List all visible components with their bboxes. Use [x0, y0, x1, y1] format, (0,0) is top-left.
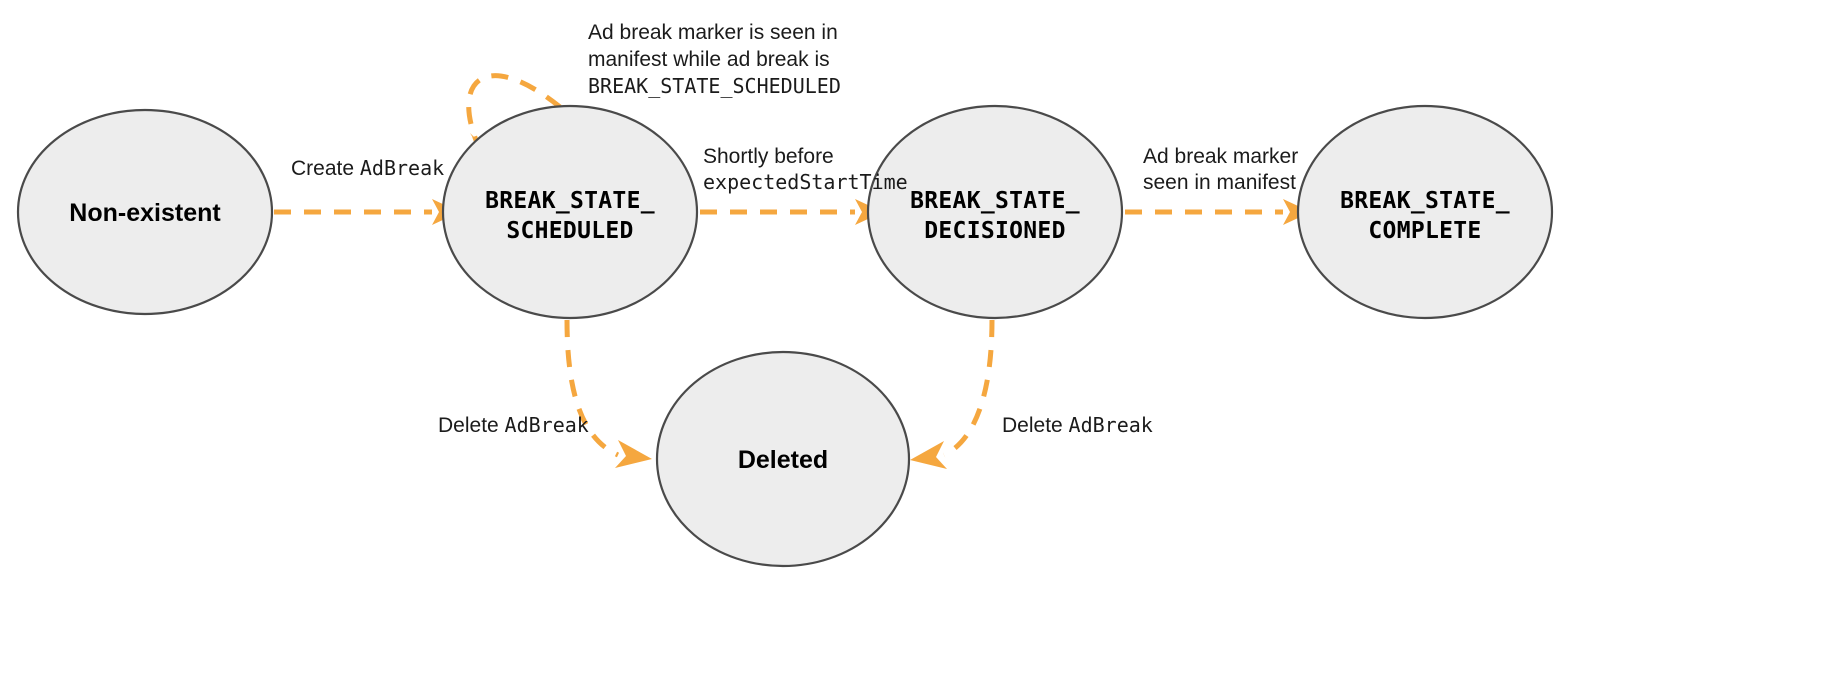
node-break-state-decisioned-label-line1: BREAK_STATE_	[910, 188, 1080, 214]
edge-label-create-adbreak-part-mono: AdBreak	[360, 156, 444, 180]
node-non-existent[interactable]: Non-existent	[16, 108, 274, 316]
edge-scheduled-to-deleted-line	[564, 319, 620, 458]
node-break-state-scheduled-shape[interactable]	[441, 104, 699, 320]
edge-scheduled-to-decisioned	[700, 199, 883, 225]
edge-label-scheduled-to-deleted-line1: Delete AdBreak	[438, 413, 589, 437]
node-break-state-decisioned-label-line2: DECISIONED	[924, 218, 1065, 244]
edge-label-decisioned-to-complete-line2: seen in manifest	[1143, 171, 1296, 194]
node-non-existent-shape[interactable]	[16, 108, 274, 316]
node-break-state-complete-label-line1: BREAK_STATE_	[1340, 188, 1510, 214]
node-break-state-complete[interactable]: BREAK_STATE_ COMPLETE	[1296, 104, 1554, 320]
edge-scheduled-to-deleted	[564, 319, 652, 468]
edge-label-self-loop-scheduled: Ad break marker is seen in manifest whil…	[588, 21, 841, 98]
edge-label-create-adbreak: Create AdBreak	[291, 156, 444, 180]
node-break-state-decisioned-shape[interactable]	[866, 104, 1124, 320]
edge-label-scheduled-to-decisioned-line1: Shortly before	[703, 145, 834, 168]
edge-label-scheduled-to-deleted-part-mono: AdBreak	[505, 413, 589, 437]
edge-label-decisioned-to-deleted-part-sans: Delete	[1002, 414, 1069, 437]
edge-label-scheduled-to-deleted: Delete AdBreak	[438, 413, 589, 437]
edge-decisioned-to-deleted	[910, 319, 995, 469]
edge-label-decisioned-to-deleted: Delete AdBreak	[1002, 413, 1153, 437]
node-break-state-decisioned[interactable]: BREAK_STATE_ DECISIONED	[866, 104, 1124, 320]
node-deleted[interactable]: Deleted	[655, 350, 911, 568]
node-break-state-scheduled[interactable]: BREAK_STATE_ SCHEDULED	[441, 104, 699, 320]
edge-decisioned-to-deleted-arrowhead	[910, 441, 947, 469]
node-break-state-scheduled-label-line1: BREAK_STATE_	[485, 188, 655, 214]
edge-create-adbreak	[274, 199, 460, 225]
edge-scheduled-to-deleted-arrowhead	[615, 440, 652, 468]
edge-label-self-loop-scheduled-line2: manifest while ad break is	[588, 48, 830, 71]
edge-label-scheduled-to-decisioned: Shortly before expectedStartTime	[703, 145, 908, 194]
node-break-state-complete-label-line2: COMPLETE	[1368, 218, 1481, 244]
node-break-state-scheduled-label-line2: SCHEDULED	[506, 218, 633, 244]
node-deleted-label: Deleted	[738, 446, 828, 474]
edge-label-decisioned-to-complete-line1: Ad break marker	[1143, 145, 1298, 168]
edge-label-create-adbreak-line1: Create AdBreak	[291, 156, 444, 180]
edge-label-decisioned-to-deleted-line1: Delete AdBreak	[1002, 413, 1153, 437]
edge-label-scheduled-to-deleted-part-sans: Delete	[438, 414, 505, 437]
edge-decisioned-to-complete	[1125, 199, 1311, 225]
edge-decisioned-to-deleted-line	[942, 319, 995, 458]
node-non-existent-label: Non-existent	[69, 199, 221, 227]
edge-self-loop-scheduled-line	[466, 73, 562, 152]
edge-label-create-adbreak-part-sans: Create	[291, 157, 360, 180]
node-break-state-complete-shape[interactable]	[1296, 104, 1554, 320]
edge-label-self-loop-scheduled-line1: Ad break marker is seen in	[588, 21, 838, 44]
edge-label-decisioned-to-complete: Ad break marker seen in manifest	[1143, 145, 1298, 194]
edge-label-self-loop-scheduled-line3: BREAK_STATE_SCHEDULED	[588, 74, 841, 98]
node-deleted-shape[interactable]	[655, 350, 911, 568]
edge-label-scheduled-to-decisioned-line2: expectedStartTime	[703, 170, 908, 194]
edge-label-decisioned-to-deleted-part-mono: AdBreak	[1069, 413, 1153, 437]
